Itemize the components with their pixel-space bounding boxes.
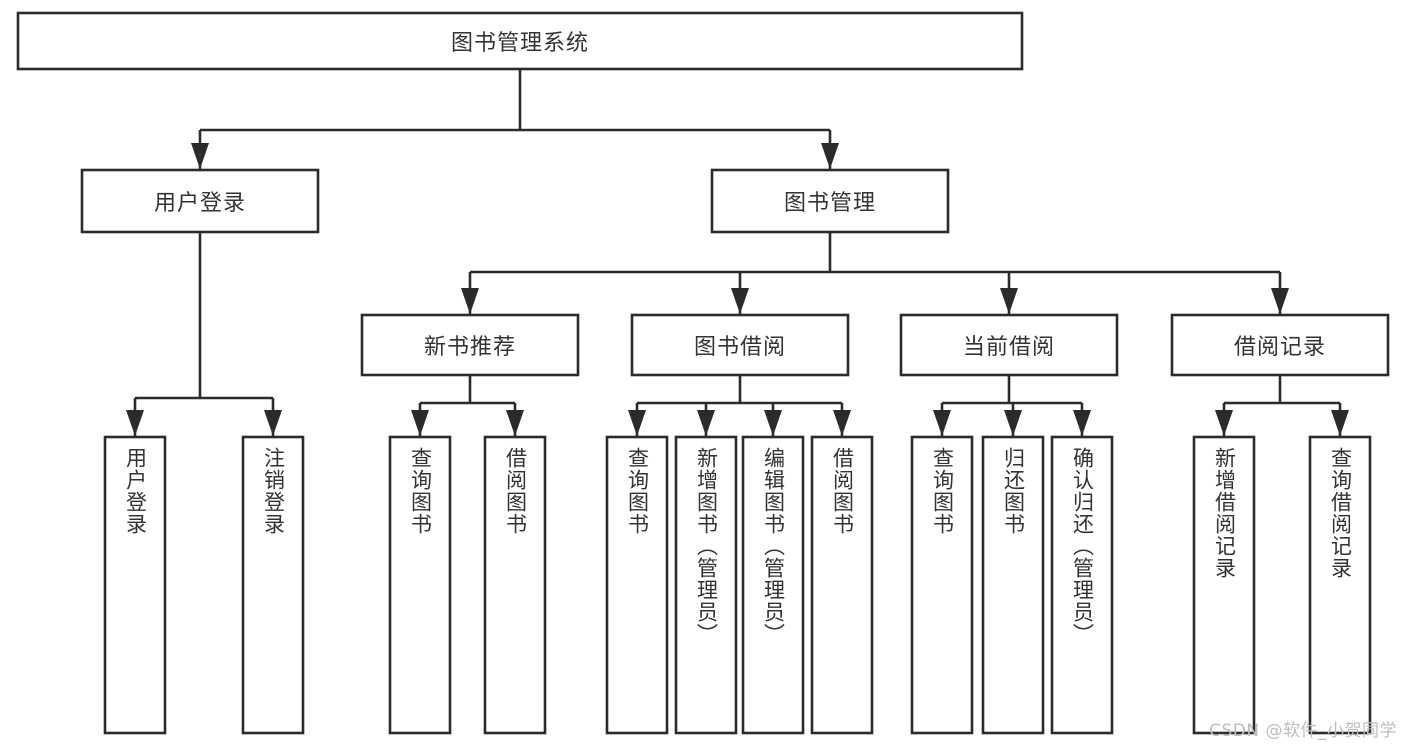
leaf-box-8[interactable]: [910, 435, 974, 735]
level3-box-1[interactable]: [630, 313, 850, 377]
book-mgmt-arrow-1: [731, 288, 749, 314]
level2-box-1[interactable]: [710, 168, 950, 234]
level3-2-arrow-1: [1004, 410, 1022, 436]
leaf-box-5[interactable]: [674, 435, 738, 735]
root-to-level2-arrow-0: [191, 143, 209, 169]
level3-0-arrow-1: [506, 410, 524, 436]
book-mgmt-arrow-3: [1271, 288, 1289, 314]
leaf-box-9[interactable]: [981, 435, 1045, 735]
level3-1-arrow-3: [833, 410, 851, 436]
level3-box-3[interactable]: [1170, 313, 1390, 377]
node-box-layer: [16, 11, 1390, 735]
level3-1-arrow-2: [764, 410, 782, 436]
book-mgmt-arrow-0: [461, 288, 479, 314]
level3-0-arrow-0: [411, 410, 429, 436]
level3-box-2[interactable]: [899, 313, 1119, 377]
leaf-box-10[interactable]: [1050, 435, 1114, 735]
leaf-box-1[interactable]: [241, 435, 305, 735]
leaf-box-11[interactable]: [1192, 435, 1256, 735]
leaf-box-3[interactable]: [483, 435, 547, 735]
level3-box-0[interactable]: [360, 313, 580, 377]
book-mgmt-arrow-2: [1000, 288, 1018, 314]
level3-2-arrow-2: [1073, 410, 1091, 436]
user-login-arrow-0: [126, 410, 144, 436]
leaf-box-12[interactable]: [1308, 435, 1372, 735]
level3-3-arrow-1: [1331, 410, 1349, 436]
level3-1-arrow-1: [697, 410, 715, 436]
user-login-arrow-1: [264, 410, 282, 436]
level2-box-0[interactable]: [80, 168, 320, 234]
leaf-box-2[interactable]: [388, 435, 452, 735]
connector-layer: [126, 69, 1349, 436]
level3-2-arrow-0: [933, 410, 951, 436]
root-box-0[interactable]: [16, 11, 1024, 71]
leaf-box-6[interactable]: [741, 435, 805, 735]
root-to-level2-arrow-1: [821, 143, 839, 169]
leaf-box-0[interactable]: [103, 435, 167, 735]
level3-1-arrow-0: [628, 410, 646, 436]
leaf-box-7[interactable]: [810, 435, 874, 735]
leaf-box-4[interactable]: [605, 435, 669, 735]
level3-3-arrow-0: [1215, 410, 1233, 436]
